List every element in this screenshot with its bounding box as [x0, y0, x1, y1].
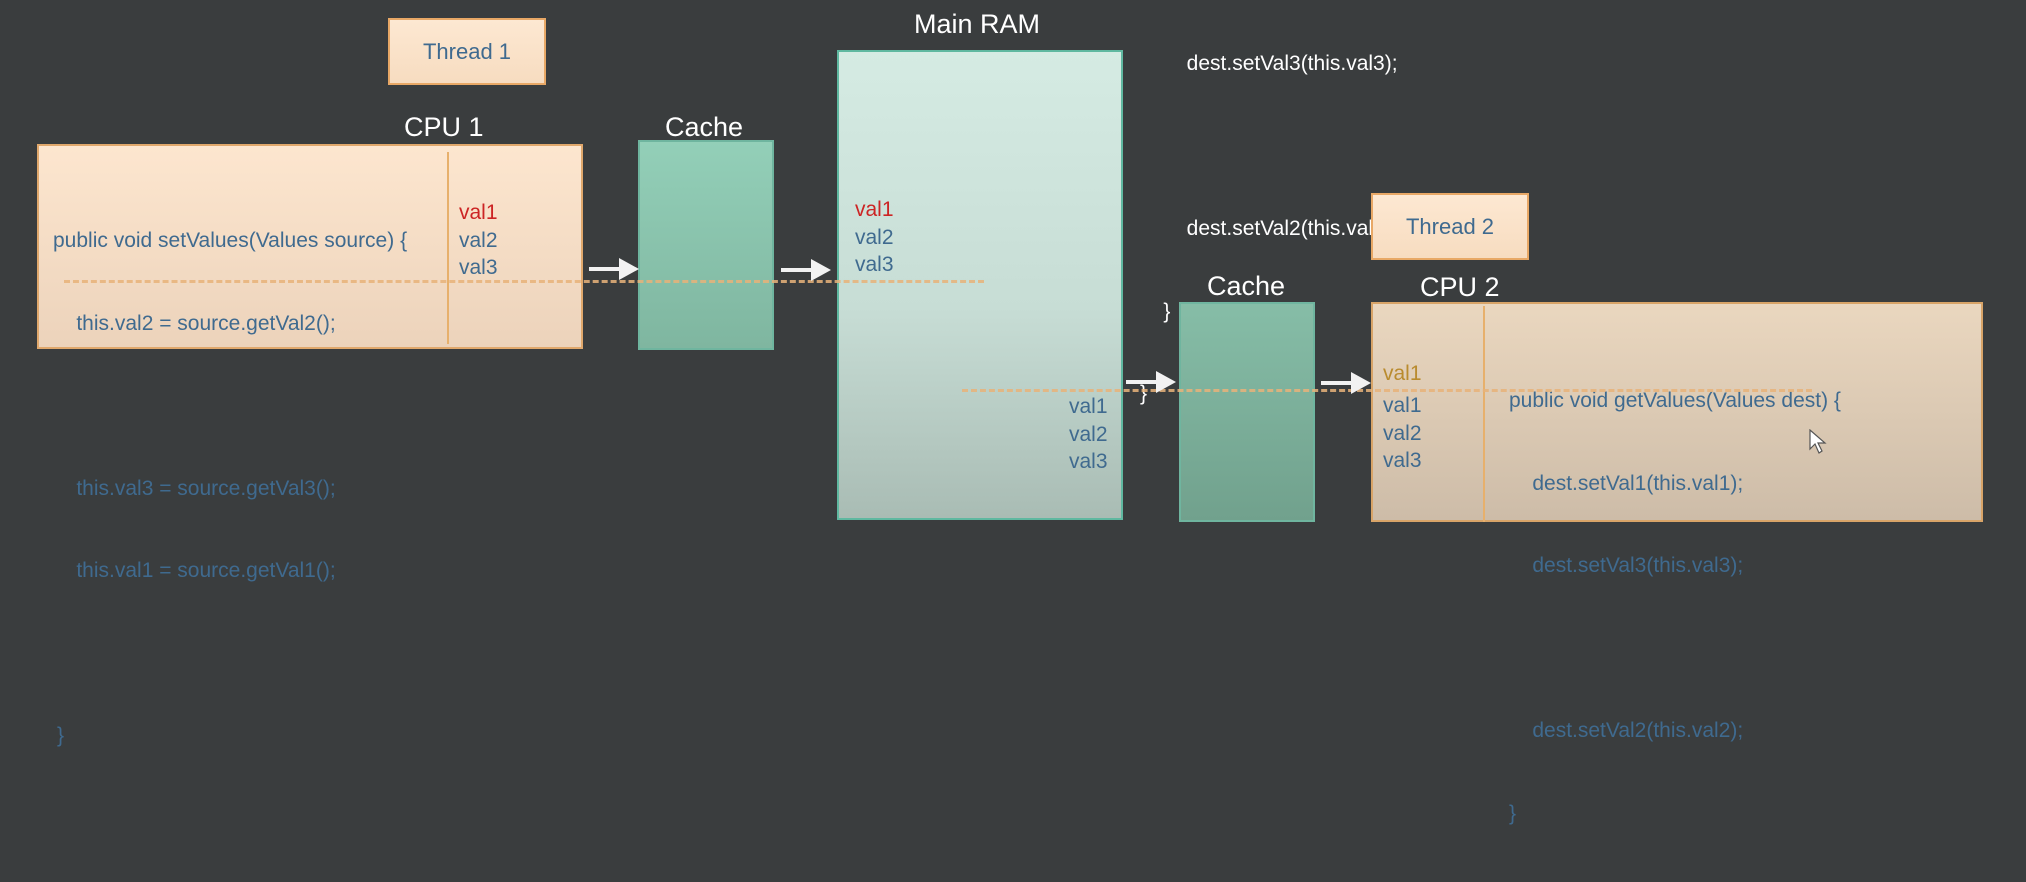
flow-line-lower [962, 389, 1812, 392]
background-code: dest.setVal3(this.val3); dest.setVal2(th… [1140, 0, 1398, 435]
arrow-right-icon [589, 258, 639, 280]
main-ram-box: val1 val2 val3 val1 val2 val3 [837, 50, 1123, 520]
ram-upper-val2: val2 [855, 225, 894, 249]
code-line [53, 392, 407, 420]
cpu-2-register-val3: val3 [1383, 449, 1422, 472]
cache-2-title: Cache [1207, 271, 1286, 301]
cpu-1-register-val1: val1 [459, 201, 498, 224]
ram-upper-val1: val1 [855, 198, 894, 221]
arrow-right-icon [1126, 371, 1176, 393]
code-line [53, 640, 407, 668]
cache-1-title: Cache [665, 112, 744, 142]
cpu-2-register-val2: val2 [1383, 421, 1422, 445]
arrow-right-icon [1321, 372, 1371, 394]
cpu-1-title: CPU 1 [404, 112, 484, 142]
mouse-cursor-icon [1809, 428, 1827, 460]
cpu-2-divider [1483, 306, 1485, 522]
code-line: this.val2 = source.getVal2(); [53, 311, 336, 335]
code-line: } [57, 724, 65, 747]
ram-lower-val1: val1 [1069, 395, 1108, 418]
code-line: dest.setVal2(this.val2); [1509, 719, 1744, 742]
arrow-cache2-to-cpu2 [1321, 370, 1371, 396]
code-line: public void setValues(Values source) { [53, 229, 408, 252]
background-code-line [1182, 133, 1398, 161]
ram-lower-val3: val3 [1069, 450, 1108, 473]
ram-upper-val3: val3 [855, 253, 894, 276]
cpu-1-code: public void setValues(Values source) { t… [53, 172, 407, 805]
cpu-1-register-val3: val3 [459, 256, 498, 279]
code-line: dest.setVal1(this.val1); [1509, 471, 1744, 495]
cache-1-box [638, 140, 774, 350]
background-code-line: dest.setVal3(this.val3); [1140, 52, 1398, 75]
cpu-1-box: public void setValues(Values source) { t… [37, 144, 583, 747]
main-ram-title: Main RAM [914, 9, 1041, 39]
code-line: public void getValues(Values dest) { [1509, 389, 1841, 412]
code-line: dest.setVal3(this.val3); [1509, 554, 1744, 577]
cache-2-box [1179, 302, 1315, 522]
code-line: this.val1 = source.getVal1(); [53, 559, 336, 582]
arrow-cpu1-to-cache1 [589, 256, 639, 282]
thread-1-label-box: Thread 1 [388, 18, 546, 85]
code-line: } [1509, 801, 1517, 825]
cpu-2-registers: val1 val2 val3 [1383, 392, 1422, 475]
cpu-2-code: public void getValues(Values dest) { des… [1509, 332, 1841, 882]
arrow-cache1-to-ram [781, 257, 831, 283]
cpu-1-registers: val1 val2 val3 [459, 199, 498, 282]
cpu-2-box: val1 val1 val2 val3 public void getValue… [1371, 302, 1983, 825]
flow-line-upper [64, 280, 984, 283]
cpu-2-register-val1: val1 [1383, 394, 1422, 417]
cpu-2-incoming-val1: val1 [1383, 362, 1422, 385]
thread-2-label: Thread 2 [1405, 213, 1495, 239]
background-code-line: } [1140, 382, 1148, 405]
ram-upper-values: val1 val2 val3 [855, 196, 894, 279]
thread-1-label: Thread 1 [422, 38, 512, 64]
background-code-line: dest.setVal2(this.val2); [1140, 217, 1398, 240]
cpu-1-register-val2: val2 [459, 228, 498, 252]
arrow-right-icon [781, 259, 831, 281]
code-line [1509, 635, 1841, 663]
thread-2-label-box: Thread 2 [1371, 193, 1529, 260]
code-line: this.val3 = source.getVal3(); [53, 476, 336, 500]
cpu-2-title: CPU 2 [1420, 272, 1500, 302]
background-code-line: } [1140, 299, 1171, 323]
ram-lower-val2: val2 [1069, 422, 1108, 446]
arrow-ram-to-cache2 [1126, 369, 1176, 395]
ram-lower-values: val1 val2 val3 [1069, 393, 1108, 476]
cpu-2-incoming-register: val1 [1383, 360, 1422, 388]
cpu-1-divider [447, 152, 449, 344]
